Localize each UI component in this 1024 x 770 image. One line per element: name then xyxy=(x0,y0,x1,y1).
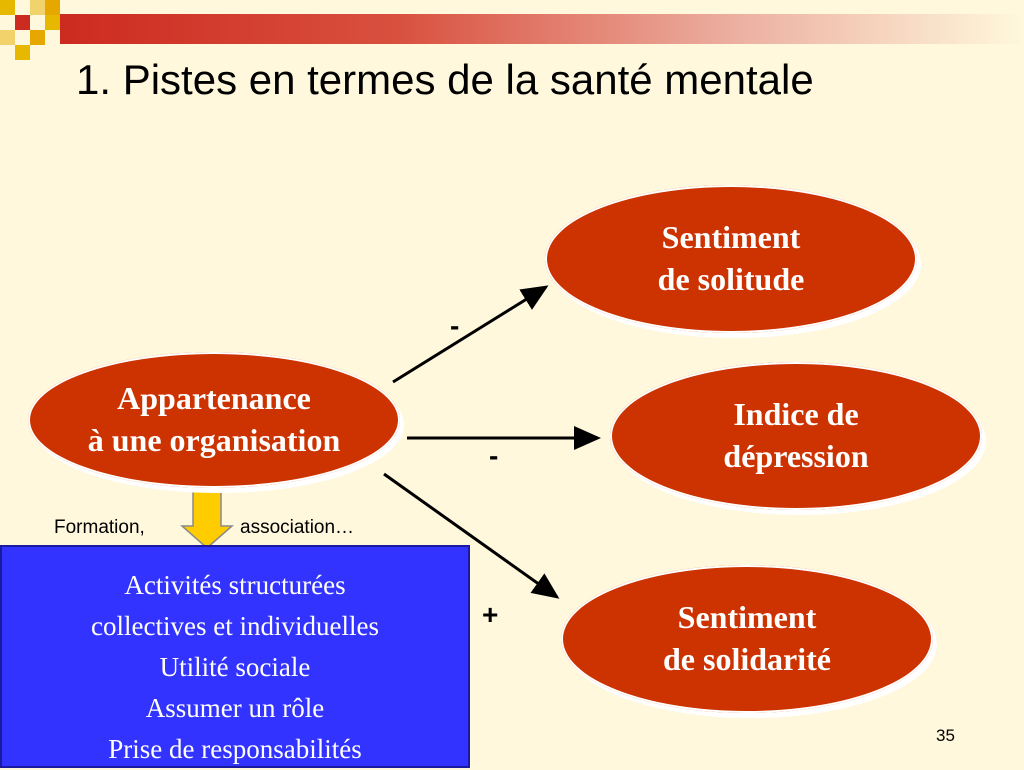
node-sentiment-solitude: Sentiment de solitude xyxy=(545,185,917,333)
activities-line: Activités structurées xyxy=(124,570,346,600)
checker-square xyxy=(15,15,30,30)
header-decoration xyxy=(0,0,1024,60)
checker-square xyxy=(15,45,30,60)
node-solidarite-line1: Sentiment xyxy=(677,599,817,636)
down-arrow-icon xyxy=(180,488,234,549)
node-depression-line1: Indice de xyxy=(733,396,859,433)
node-depression-line2: dépression xyxy=(723,438,869,474)
checker-square xyxy=(45,15,60,30)
node-appartenance-line1: Appartenance xyxy=(117,380,311,417)
sign-solitude: - xyxy=(450,310,460,341)
activities-line: Assumer un rôle xyxy=(145,693,325,723)
checker-square xyxy=(30,0,45,15)
node-indice-depression: Indice de dépression xyxy=(610,362,982,510)
slide-title: 1. Pistes en termes de la santé mentale xyxy=(76,56,814,103)
activities-line: Prise de responsabilités xyxy=(108,734,362,764)
arrow-to-solidarity xyxy=(383,472,560,599)
checker-square xyxy=(0,0,15,15)
node-sentiment-solidarite: Sentiment de solidarité xyxy=(561,565,933,713)
activities-line: collectives et individuelles xyxy=(91,611,379,641)
sign-solidarity: + xyxy=(482,599,499,630)
sign-depression: - xyxy=(489,440,499,471)
checker-square xyxy=(30,30,45,45)
activities-line: Utilité sociale xyxy=(159,652,311,682)
node-appartenance-line2: à une organisation xyxy=(87,422,341,458)
node-solidarite-line2: de solidarité xyxy=(663,641,831,677)
arrow-to-solitude xyxy=(392,285,549,384)
activities-box: Activités structurées collectives et ind… xyxy=(0,545,470,768)
node-appartenance: Appartenance à une organisation xyxy=(28,352,400,488)
header-gradient-bar xyxy=(60,14,1024,44)
checker-square xyxy=(45,0,60,15)
caption-formation: Formation, xyxy=(54,517,145,538)
node-solitude-line1: Sentiment xyxy=(661,219,801,256)
page-number: 35 xyxy=(936,726,955,745)
caption-association: association… xyxy=(240,517,355,538)
node-solitude-line2: de solitude xyxy=(657,261,805,297)
checker-square xyxy=(0,30,15,45)
